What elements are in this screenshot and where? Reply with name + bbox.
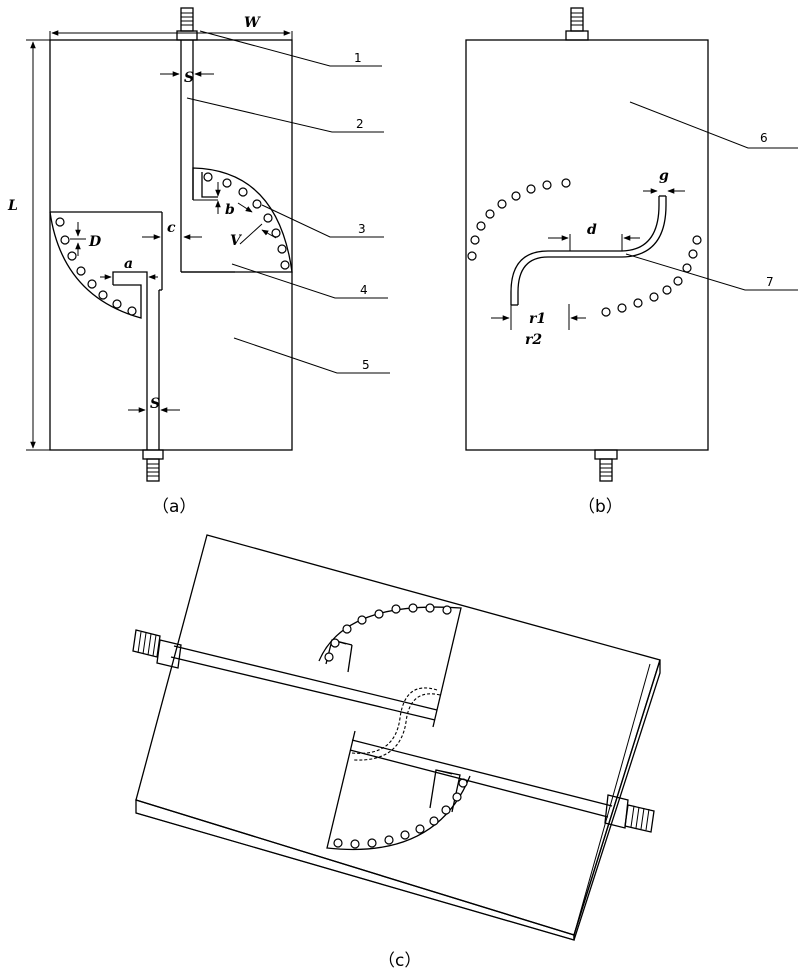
- part-number-6: 6: [760, 131, 768, 145]
- lower-sector-3d: [327, 731, 470, 850]
- lower-right-vias: [602, 236, 701, 316]
- v-label: V: [230, 233, 243, 249]
- leader-2: [187, 98, 384, 132]
- b-label: b: [225, 202, 235, 218]
- part-number-4: 4: [360, 283, 368, 297]
- r2-label: r2: [525, 332, 542, 348]
- g-label: g: [659, 168, 669, 184]
- caption-c: （c）: [378, 951, 421, 971]
- w-label: W: [244, 15, 261, 31]
- s-top-label: S: [184, 70, 194, 86]
- d-label: d: [587, 222, 597, 238]
- part-number-5: 5: [362, 358, 370, 372]
- lower-vias-3d: [334, 779, 467, 848]
- board-a-outline: [50, 40, 292, 450]
- board-b-outline: [466, 40, 708, 450]
- top-connector-b-icon: [566, 8, 588, 40]
- r1-label: r1: [529, 311, 546, 327]
- caption-b: （b）: [578, 497, 623, 517]
- d-upper-label: D: [88, 234, 102, 250]
- top-connector-icon: [177, 8, 197, 40]
- upper-vias-3d: [325, 604, 451, 661]
- left-connector-3d-icon: [133, 630, 181, 668]
- panel-c: （c）: [133, 535, 660, 971]
- s-bottom-label: S: [150, 396, 160, 412]
- leader-6: [630, 102, 798, 148]
- upper-sector-resonator: [181, 168, 292, 272]
- bottom-connector-icon: [143, 450, 163, 481]
- caption-a: （a）: [152, 497, 196, 517]
- panel-a: W L S b: [7, 8, 390, 517]
- panel-b: d g r1 r2 6 7 （b）: [466, 8, 798, 517]
- c-label: c: [167, 220, 176, 236]
- part-number-3: 3: [358, 222, 366, 236]
- part-number-2: 2: [356, 117, 364, 131]
- bottom-connector-b-icon: [595, 450, 617, 481]
- s-shaped-slot-outer: [511, 196, 659, 305]
- upper-left-vias: [468, 179, 570, 260]
- l-label: L: [7, 198, 18, 214]
- a-label: a: [124, 256, 133, 272]
- part-number-7: 7: [766, 275, 774, 289]
- part-number-1: 1: [354, 51, 362, 65]
- upper-vias: [204, 173, 289, 269]
- board-3d-top: [136, 535, 660, 935]
